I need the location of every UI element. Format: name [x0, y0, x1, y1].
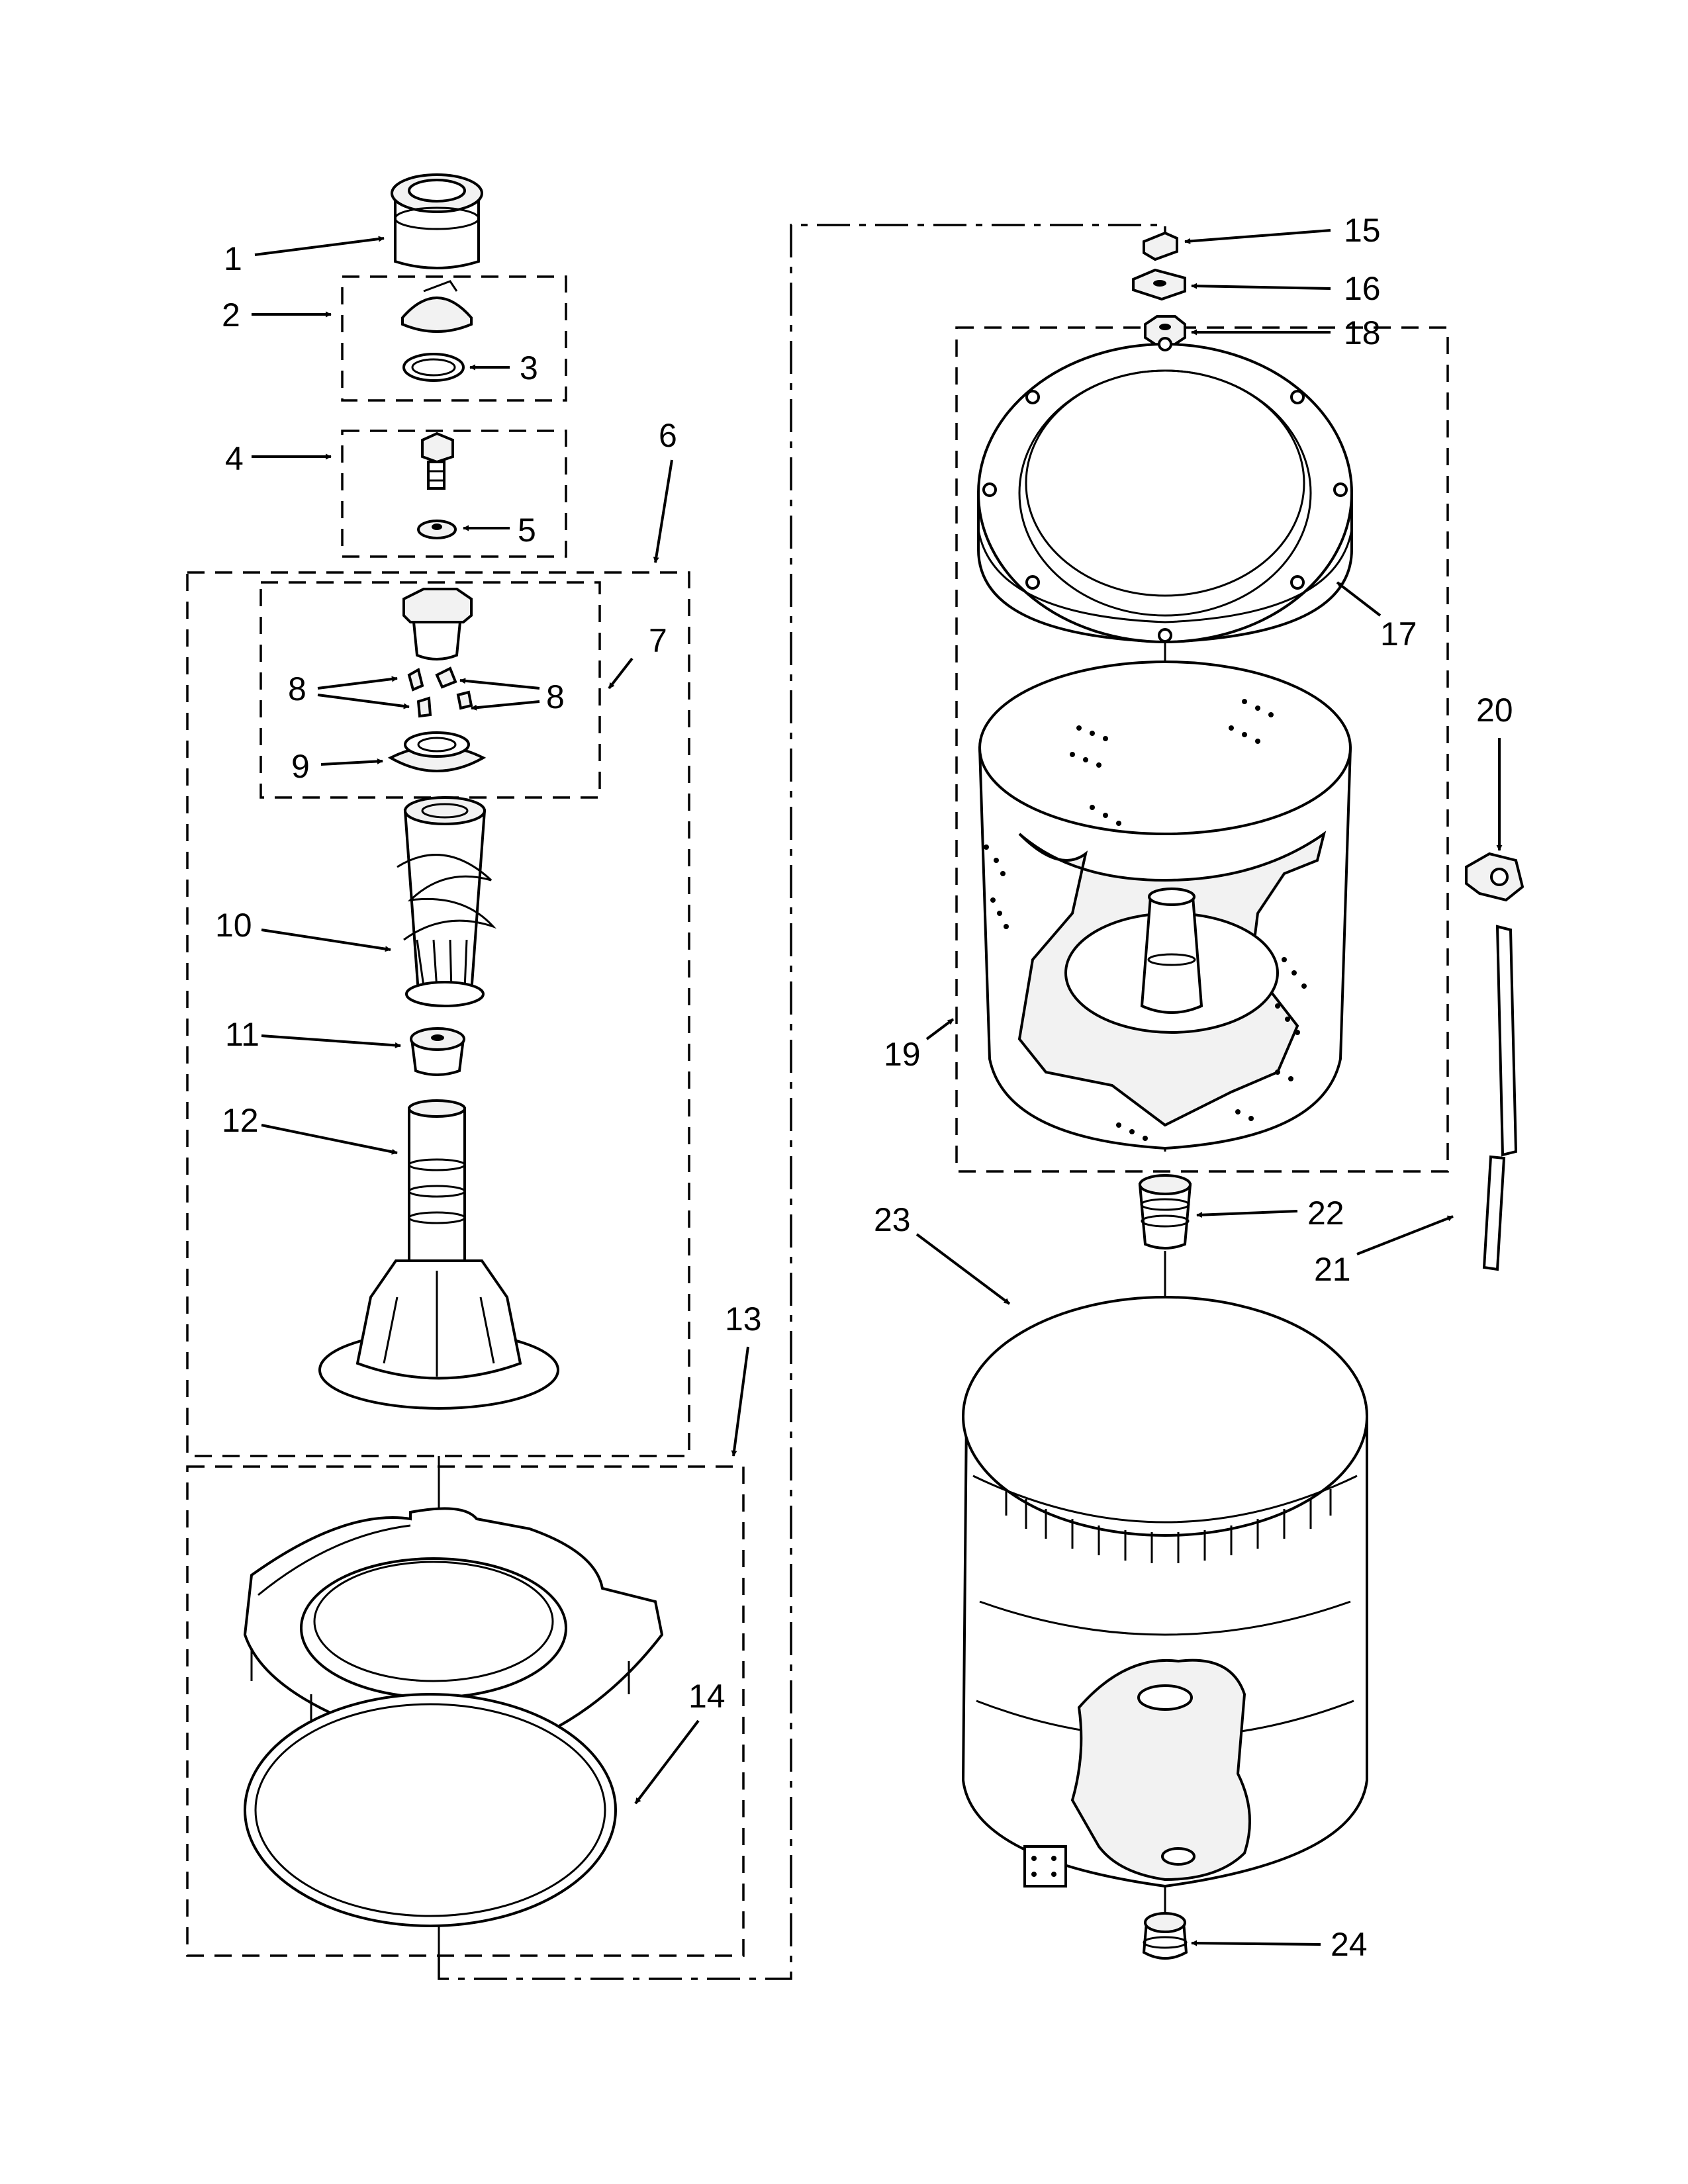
leader-arrows	[252, 229, 1503, 1946]
callout-1: 1	[224, 240, 242, 277]
part-15-clip	[1143, 231, 1178, 261]
callout-17: 17	[1380, 615, 1417, 653]
part-18-hub-nut	[1144, 315, 1186, 347]
callout-23: 23	[874, 1201, 911, 1238]
callout-11: 11	[225, 1016, 259, 1053]
part-21-hose	[1482, 925, 1518, 1271]
part-4-bolt	[421, 432, 454, 490]
callout-14: 14	[688, 1678, 726, 1715]
callout-16: 16	[1344, 270, 1381, 307]
callout-22: 22	[1307, 1195, 1344, 1232]
group-box-2	[341, 275, 567, 402]
part-9-dog-ring	[387, 731, 487, 772]
callout-15: 15	[1344, 212, 1381, 249]
part-23-outer-tub	[961, 1296, 1368, 1888]
part-14-seal-ring	[244, 1693, 617, 1927]
part-2-cap-cover	[401, 280, 473, 333]
callout-8-right: 8	[546, 678, 565, 715]
part-22-drive-block	[1138, 1174, 1192, 1250]
callout-13: 13	[725, 1300, 762, 1338]
part-7-cam	[402, 588, 473, 660]
callout-12: 12	[222, 1102, 259, 1139]
part-19-basket	[978, 660, 1352, 1150]
callout-10: 10	[215, 907, 252, 944]
part-10-auger	[397, 796, 496, 1007]
group-box-6	[186, 571, 690, 1457]
callout-7: 7	[649, 622, 667, 659]
callout-4: 4	[225, 440, 244, 477]
callout-2: 2	[222, 296, 240, 334]
callout-20: 20	[1476, 692, 1513, 729]
callout-24: 24	[1331, 1926, 1368, 1963]
part-20-clamp	[1465, 852, 1524, 902]
callout-19: 19	[884, 1036, 921, 1073]
callout-6: 6	[659, 417, 677, 454]
part-16-spanner-nut	[1132, 268, 1186, 301]
callout-5: 5	[518, 512, 536, 549]
group-box-13	[186, 1465, 745, 1957]
part-1-agitator-cap	[391, 173, 483, 269]
callout-8-left: 8	[288, 670, 306, 707]
part-8-dogs	[407, 666, 473, 718]
callout-18: 18	[1344, 314, 1381, 351]
group-box-4	[341, 430, 567, 558]
part-5-washer	[417, 520, 457, 539]
part-24-drain-plug	[1142, 1912, 1188, 1960]
part-13-tub-ring	[243, 1507, 664, 1774]
callout-3: 3	[520, 349, 538, 387]
part-3-ring	[402, 353, 465, 382]
connection-line	[438, 224, 1166, 1980]
callout-21: 21	[1314, 1251, 1351, 1288]
callout-9: 9	[291, 748, 310, 785]
part-17-balance-ring	[977, 337, 1353, 644]
callout-labels: 1 2 3 4 5 6 7 8 8 9 10 11 12 13 14 15 16…	[215, 212, 1513, 1963]
part-12-agitator-base	[318, 1099, 559, 1410]
part-11-bearing	[410, 1027, 465, 1076]
